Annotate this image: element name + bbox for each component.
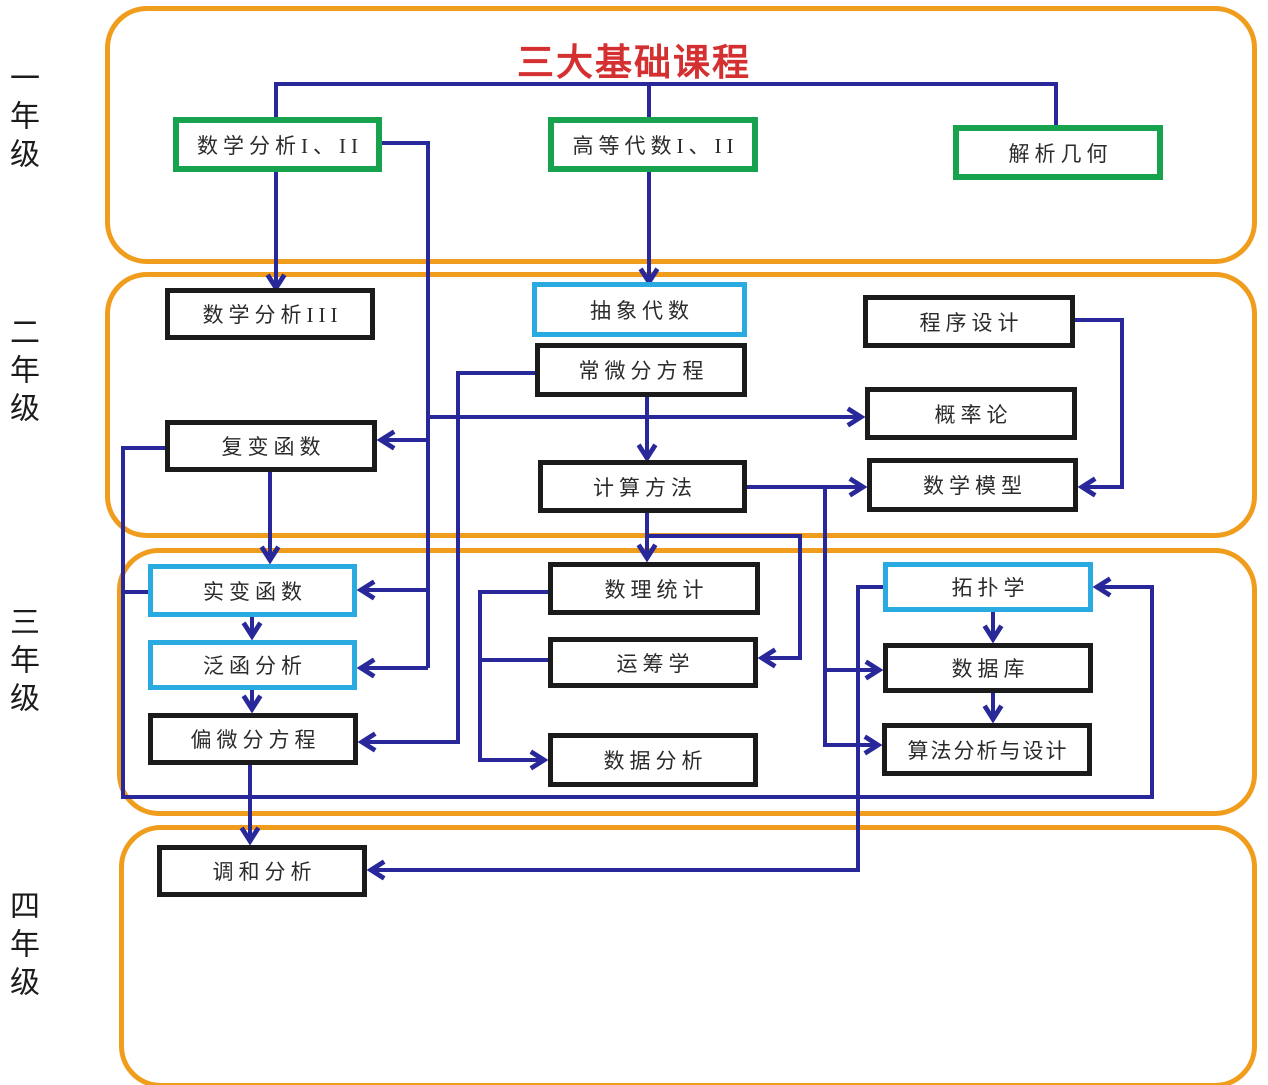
year4-frame bbox=[119, 825, 1257, 1085]
course-box-analytic-geometry: 解析几何 bbox=[953, 125, 1163, 180]
course-box-programming: 程序设计 bbox=[863, 295, 1075, 348]
course-box-abstract-algebra: 抽象代数 bbox=[532, 282, 747, 337]
year1-label: 一年级 bbox=[5, 62, 38, 176]
link-basic-courses bbox=[274, 82, 1058, 125]
course-box-advanced-algebra-1-2: 高等代数I、II bbox=[548, 117, 758, 172]
edge-complex-to-topology bbox=[121, 446, 1154, 799]
year3-label: 三年级 bbox=[5, 606, 38, 720]
edge-computing-to-algorithm bbox=[823, 487, 883, 756]
course-box-computing-method: 计算方法 bbox=[538, 460, 747, 513]
year4-label: 四年级 bbox=[5, 890, 38, 1004]
course-box-functional-analysis: 泛函分析 bbox=[148, 640, 357, 690]
course-box-data-analysis: 数据分析 bbox=[548, 733, 758, 787]
edge-stats-to-dataanalysis bbox=[478, 590, 549, 771]
course-box-topology: 拓扑学 bbox=[883, 562, 1093, 612]
year2-label: 二年级 bbox=[5, 316, 38, 430]
year3-frame bbox=[117, 548, 1257, 816]
edge-computing-to-or bbox=[647, 534, 802, 669]
course-box-operations-research: 运筹学 bbox=[548, 637, 758, 688]
course-box-math-statistics: 数理统计 bbox=[548, 562, 760, 615]
diagram-title: 三大基础课程 bbox=[517, 43, 751, 84]
course-box-math-model: 数学模型 bbox=[867, 458, 1078, 512]
course-box-ode: 常微分方程 bbox=[535, 343, 747, 397]
course-box-harmonic-analysis: 调和分析 bbox=[157, 845, 367, 897]
trunk-msa-right bbox=[382, 141, 430, 668]
edge-topology-to-harmonic bbox=[366, 585, 883, 881]
year1-frame bbox=[105, 6, 1257, 264]
course-box-real-function: 实变函数 bbox=[148, 564, 357, 617]
course-box-math-analysis-3: 数学分析III bbox=[165, 288, 375, 340]
course-box-probability: 概率论 bbox=[865, 387, 1077, 440]
course-box-database: 数据库 bbox=[883, 643, 1093, 693]
course-box-math-analysis-1-2: 数学分析I、II bbox=[173, 117, 382, 172]
course-box-complex-function: 复变函数 bbox=[165, 420, 377, 472]
course-box-pde: 偏微分方程 bbox=[148, 713, 358, 765]
edge-ode-to-pde bbox=[357, 371, 535, 753]
course-box-algorithm-design: 算法分析与设计 bbox=[882, 723, 1092, 776]
edge-programming-to-model bbox=[1075, 318, 1124, 498]
